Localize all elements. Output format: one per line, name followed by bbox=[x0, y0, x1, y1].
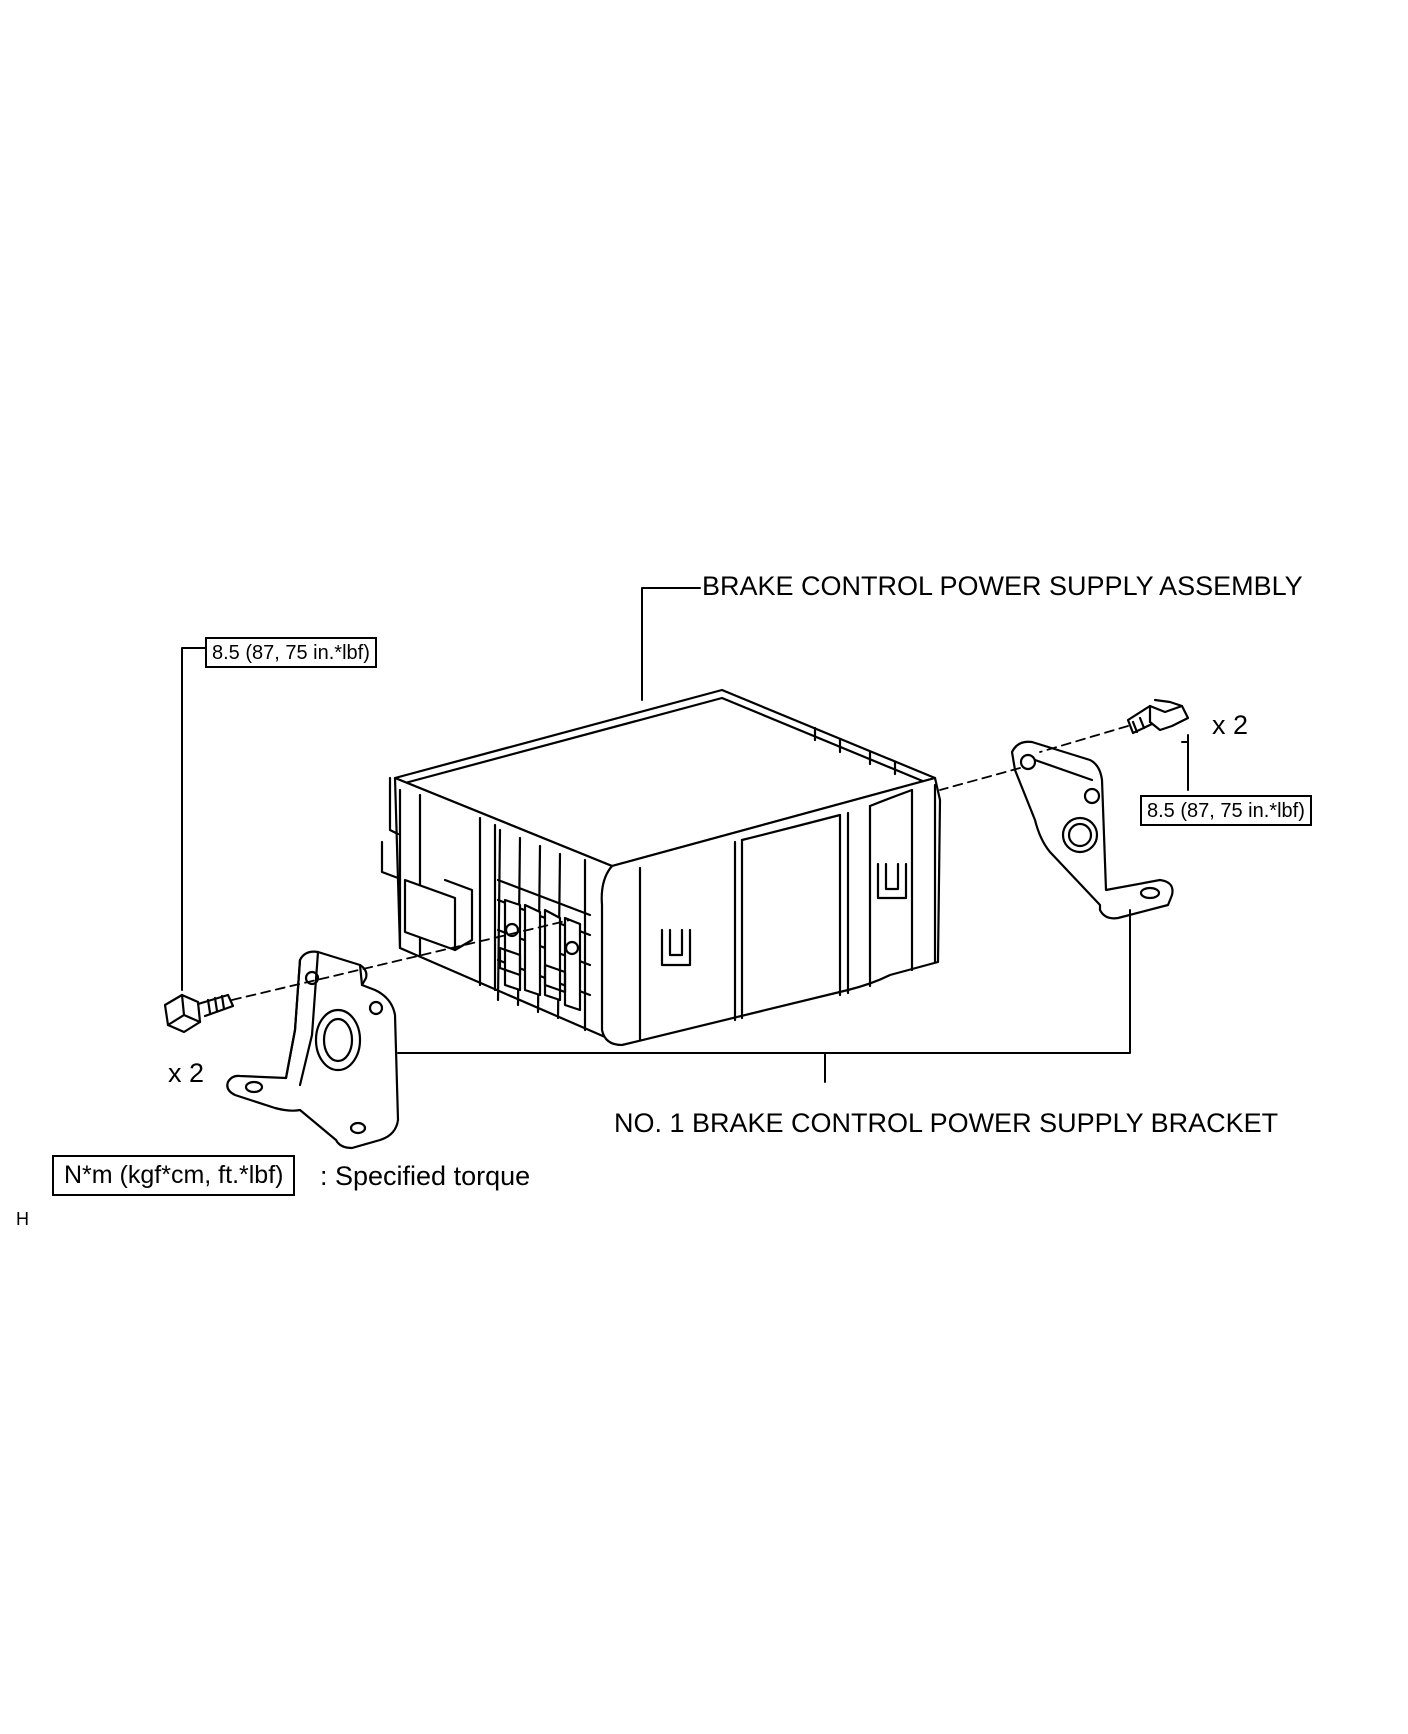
torque-box-right: 8.5 (87, 75 in.*lbf) bbox=[1140, 795, 1312, 826]
right-bolt-icon bbox=[1126, 698, 1190, 735]
left-bracket bbox=[226, 950, 400, 1150]
alignment-lines bbox=[231, 725, 1129, 1001]
right-bracket bbox=[1010, 740, 1174, 920]
quantity-left: x 2 bbox=[168, 1058, 205, 1088]
torque-box-left: 8.5 (87, 75 in.*lbf) bbox=[205, 637, 377, 668]
legend-unit-box: N*m (kgf*cm, ft.*lbf) bbox=[52, 1155, 296, 1196]
corner-mark: H bbox=[16, 1209, 29, 1229]
assembly-label: BRAKE CONTROL POWER SUPPLY ASSEMBLY bbox=[702, 571, 1303, 601]
quantity-right: x 2 bbox=[1212, 710, 1249, 740]
left-bolt-icon bbox=[163, 993, 235, 1034]
legend-text: : Specified torque bbox=[320, 1161, 531, 1191]
bracket-label: NO. 1 BRAKE CONTROL POWER SUPPLY BRACKET bbox=[614, 1108, 1279, 1138]
power-supply-assembly bbox=[380, 688, 942, 1047]
